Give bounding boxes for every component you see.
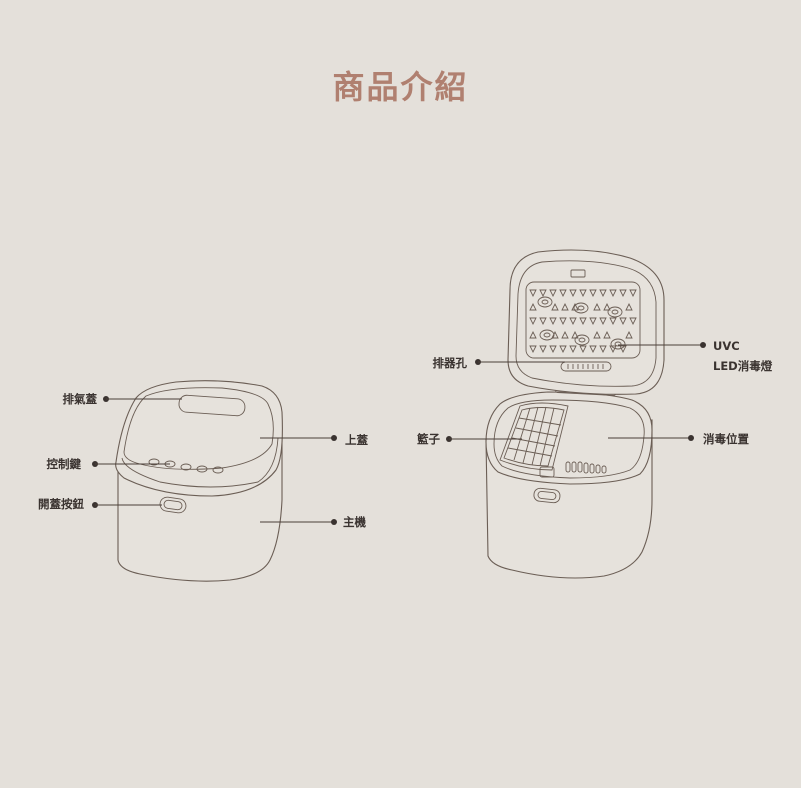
callout-basket: 籃子 (416, 432, 522, 446)
closed-sterilizer-illustration (115, 380, 283, 582)
callout-main-unit: 主機 (260, 515, 366, 529)
uvc-led-icons (537, 296, 626, 350)
label-main-unit: 主機 (343, 515, 366, 529)
uv-pattern (529, 289, 637, 354)
callout-sterilize-position: 消毒位置 (608, 432, 749, 446)
label-lid-button: 開蓋按鈕 (38, 497, 84, 511)
label-uvc-line1: UVC (713, 339, 740, 353)
exhaust-cover (178, 394, 246, 417)
label-exhaust-hole: 排器孔 (433, 356, 468, 370)
label-sterilize-position: 消毒位置 (703, 432, 749, 446)
top-lid (115, 380, 283, 497)
vent-ridges (565, 461, 607, 474)
open-sterilizer-illustration (485, 249, 665, 579)
open-lid-button (533, 487, 561, 504)
label-basket: 籃子 (416, 432, 440, 446)
callout-exhaust-hole: 排器孔 (433, 356, 565, 370)
label-control-keys: 控制鍵 (47, 457, 82, 471)
exhaust-hole (560, 361, 612, 372)
lid-open-button (159, 496, 187, 514)
callout-lid-button: 開蓋按鈕 (38, 497, 162, 511)
callout-uvc-led: UVC LED消毒燈 (618, 339, 773, 373)
label-exhaust-cover: 排氣蓋 (63, 392, 98, 406)
callout-top-lid: 上蓋 (260, 433, 368, 447)
uv-panel (525, 281, 641, 359)
callout-control-keys: 控制鍵 (47, 457, 170, 471)
opened-lid (507, 249, 665, 395)
label-uvc-line2: LED消毒燈 (713, 359, 773, 373)
label-top-lid: 上蓋 (345, 433, 368, 447)
page-title: 商品介紹 (332, 68, 469, 106)
callout-exhaust-cover: 排氣蓋 (63, 392, 182, 406)
